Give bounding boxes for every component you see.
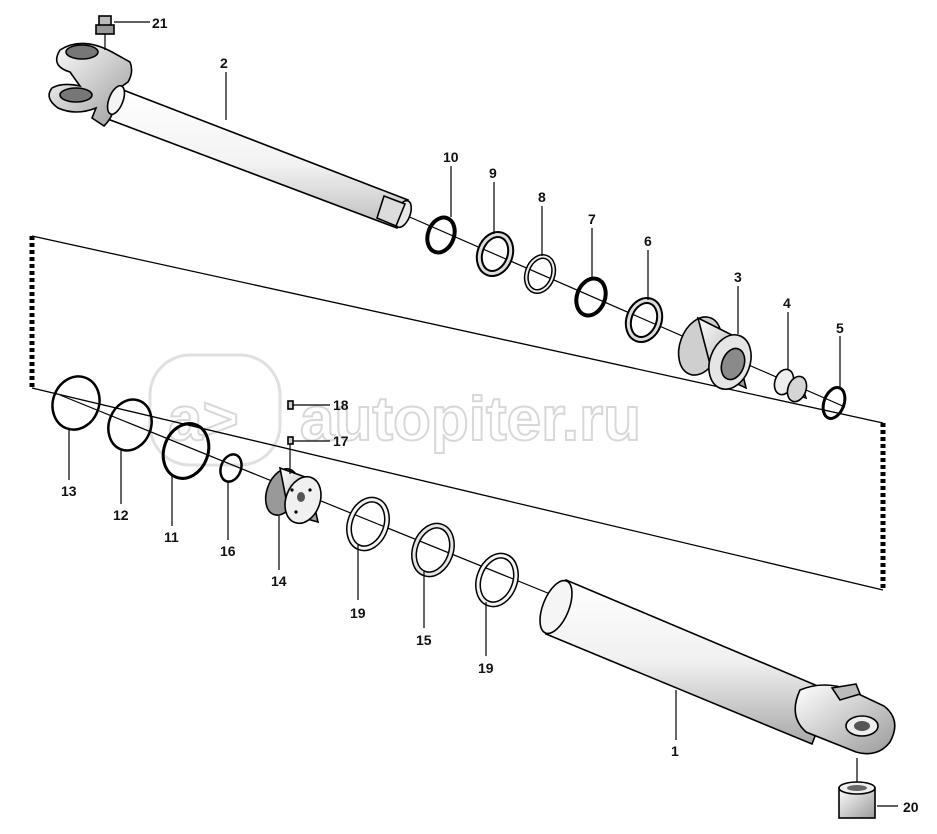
callout-11: 11	[164, 529, 179, 545]
callout-13: 13	[61, 483, 77, 499]
callout-8: 8	[538, 189, 546, 205]
callout-15: 15	[416, 632, 432, 648]
callout-21: 21	[152, 15, 168, 31]
wear-rings	[346, 496, 519, 608]
callout-16: 16	[220, 543, 236, 559]
callout-6: 6	[644, 233, 652, 249]
piston	[264, 466, 322, 525]
callout-10: 10	[443, 149, 459, 165]
leader-lines	[68, 21, 898, 807]
watermark: a> autopiter.ru	[148, 353, 642, 467]
cylinder-barrel	[539, 578, 896, 755]
piston-rod	[48, 42, 413, 230]
assembly-frame	[29, 235, 886, 591]
rod-seal-rings	[425, 215, 664, 343]
snap-ring	[821, 386, 847, 420]
cylinder-head-gland	[677, 316, 752, 390]
grease-nipple	[95, 15, 115, 50]
callout-7: 7	[588, 211, 596, 227]
callout-4: 4	[783, 295, 791, 311]
callout-9: 9	[489, 165, 497, 181]
set-screws	[287, 400, 294, 474]
callout-1: 1	[671, 743, 679, 759]
callout-17: 17	[333, 433, 349, 449]
callout-3: 3	[734, 269, 742, 285]
callout-labels: 21 2 10 9 8 7 6 3 4 5 18 17 13 12 11 16 …	[61, 15, 919, 815]
callout-19-first: 19	[350, 605, 366, 621]
eye-bushing	[838, 758, 876, 819]
callout-19-second: 19	[478, 660, 494, 676]
callout-20: 20	[903, 799, 919, 815]
watermark-text: autopiter.ru	[300, 385, 641, 454]
callout-18: 18	[333, 397, 349, 413]
piston-seal-rings	[51, 375, 243, 483]
callout-12: 12	[113, 507, 129, 523]
callout-2: 2	[220, 55, 228, 71]
bushing	[773, 368, 808, 403]
callout-14: 14	[271, 573, 287, 589]
callout-5: 5	[836, 320, 844, 336]
